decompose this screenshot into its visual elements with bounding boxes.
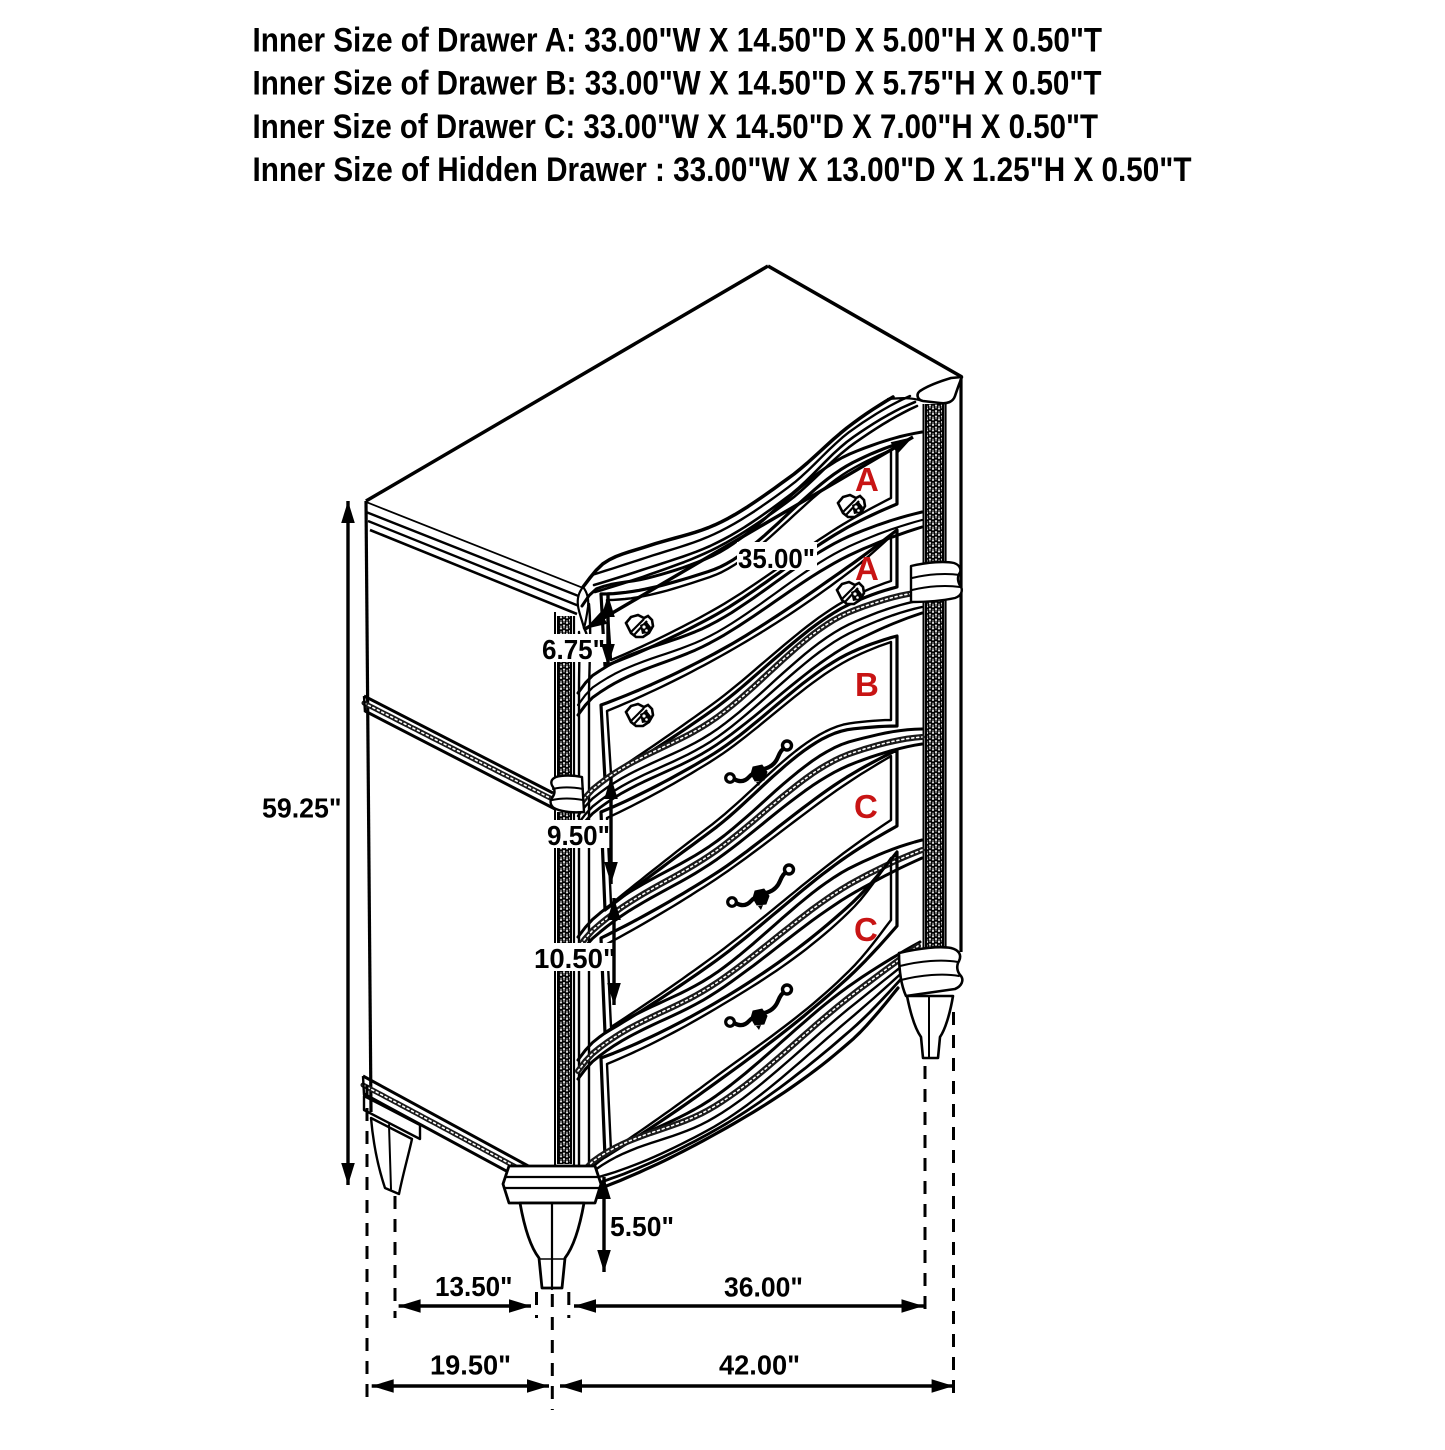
svg-text:Inner Size of Drawer B: 33.00": Inner Size of Drawer B: 33.00"W X 14.50"… [253,65,1102,103]
svg-text:9.50": 9.50" [547,820,610,851]
svg-text:Inner Size of Drawer A: 33.00": Inner Size of Drawer A: 33.00"W X 14.50"… [253,22,1103,60]
svg-text:5.50": 5.50" [610,1211,674,1242]
svg-text:C: C [854,788,878,825]
svg-text:C: C [854,911,878,948]
svg-text:59.25": 59.25" [262,793,342,824]
svg-text:B: B [855,666,879,703]
svg-text:A: A [855,461,879,498]
svg-text:36.00": 36.00" [724,1272,803,1303]
svg-text:19.50": 19.50" [430,1350,511,1381]
svg-text:10.50": 10.50" [534,943,616,974]
svg-text:42.00": 42.00" [719,1350,800,1381]
svg-text:A: A [855,550,879,587]
svg-text:6.75": 6.75" [542,634,605,665]
svg-text:Inner Size of Hidden Drawer :: Inner Size of Hidden Drawer : 33.00"W X … [253,151,1192,189]
svg-text:Inner Size of Drawer C: 33.00": Inner Size of Drawer C: 33.00"W X 14.50"… [253,108,1099,146]
svg-text:13.50": 13.50" [435,1271,513,1302]
svg-text:35.00": 35.00" [738,543,815,574]
